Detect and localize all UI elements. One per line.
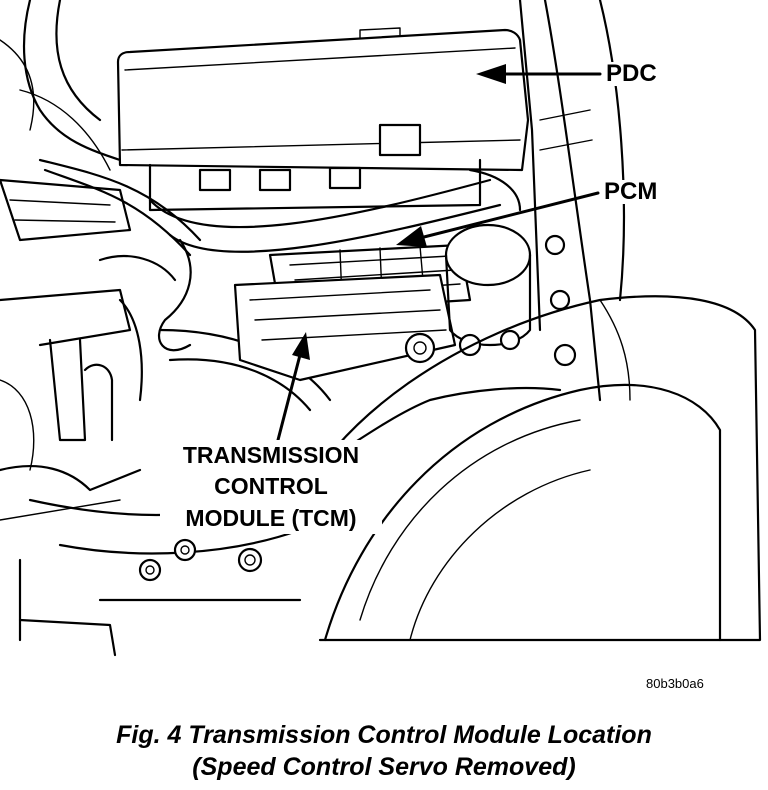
radiator-support: [18, 386, 562, 657]
pdc-box: [116, 27, 530, 212]
pdc-callout-label: PDC: [604, 60, 659, 87]
figure-caption: Fig. 4 Transmission Control Module Locat…: [0, 720, 768, 784]
hoses: [38, 158, 522, 412]
image-reference-code: 80b3b0a6: [646, 676, 704, 691]
tcm-arrowhead: [292, 332, 310, 360]
pcm-callout-label: PCM: [602, 178, 660, 205]
tcm-label-line-2: CONTROL: [160, 471, 382, 503]
fender: [518, 0, 626, 402]
canister: [444, 223, 532, 357]
tcm-callout-label: TRANSMISSION CONTROL MODULE (TCM): [160, 440, 382, 534]
left-engine-components: [0, 0, 177, 521]
caption-line-1: Fig. 4 Transmission Control Module Locat…: [116, 721, 652, 749]
pcm-arrowhead: [396, 226, 427, 247]
tcm-label-line-3: MODULE (TCM): [160, 502, 382, 534]
caption-line-2: (Speed Control Servo Removed): [192, 752, 576, 781]
pdc-arrowhead: [476, 64, 506, 84]
tcm-module: [233, 273, 457, 382]
tcm-label-line-1: TRANSMISSION: [160, 440, 382, 472]
leader-arrows: [276, 64, 602, 442]
